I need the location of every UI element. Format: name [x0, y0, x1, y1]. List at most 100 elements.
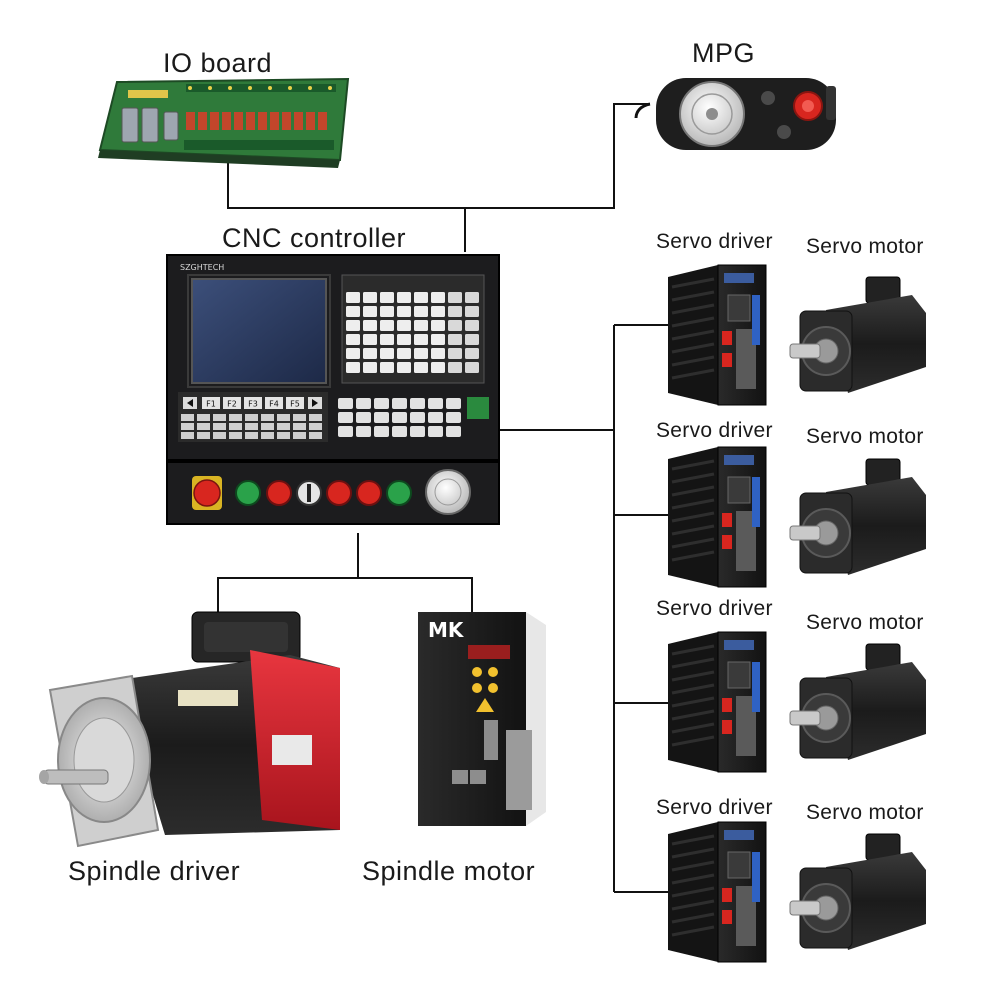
keypad-key [380, 334, 394, 345]
mode-key [446, 426, 461, 437]
mode-key [446, 412, 461, 423]
operation-key [197, 423, 210, 430]
keypad-key [397, 306, 411, 317]
keypad-key [397, 334, 411, 345]
keypad-key [363, 348, 377, 359]
mode-key [338, 426, 353, 437]
line-mpg-to-controller [465, 103, 650, 209]
operation-key [245, 414, 258, 421]
mode-key [374, 426, 389, 437]
keypad-key [397, 362, 411, 373]
keypad-key [414, 306, 428, 317]
keypad-key [431, 334, 445, 345]
operation-key [277, 414, 290, 421]
keypad-key [465, 348, 479, 359]
mode-key [338, 398, 353, 409]
line-controller-to-spindle [217, 533, 359, 612]
keypad-key [448, 292, 462, 303]
operation-key [181, 414, 194, 421]
label-mpg: MPG [692, 38, 756, 68]
operation-key [197, 414, 210, 421]
operation-key [309, 432, 322, 439]
mode-key [428, 426, 443, 437]
keypad-key [346, 362, 360, 373]
operation-key [277, 432, 290, 439]
operation-key [229, 414, 242, 421]
keypad-key [363, 362, 377, 373]
mode-key [410, 398, 425, 409]
servo-motor-image [789, 276, 926, 393]
keypad-key [346, 334, 360, 345]
keypad-key [465, 320, 479, 331]
function-key-f3 [244, 397, 262, 409]
label-servo-driver-1: Servo driver [656, 230, 773, 253]
mode-key [410, 412, 425, 423]
mode-key [374, 398, 389, 409]
servo-axis-4 [668, 821, 926, 963]
label-spindle-driver: Spindle driver [68, 856, 241, 886]
mode-key [392, 398, 407, 409]
keypad-key [431, 348, 445, 359]
label-servo-motor-2: Servo motor [806, 425, 924, 448]
function-key-f1 [202, 397, 220, 409]
function-key-f4 [265, 397, 283, 409]
operation-key [245, 432, 258, 439]
function-key-label: F5 [290, 400, 300, 409]
keypad-key [448, 306, 462, 317]
operation-key [197, 432, 210, 439]
spindle-override-knob-icon [425, 469, 471, 515]
mode-key [338, 412, 353, 423]
mode-key [356, 398, 371, 409]
keypad-key [346, 292, 360, 303]
operation-key [261, 432, 274, 439]
servo-driver-image [668, 631, 767, 773]
keypad-key [363, 334, 377, 345]
operation-key [261, 423, 274, 430]
servo-motor-image [789, 643, 926, 760]
operation-key [181, 432, 194, 439]
operation-key [229, 432, 242, 439]
keypad-key [431, 320, 445, 331]
keypad-key [414, 362, 428, 373]
operation-key [293, 432, 306, 439]
keypad-key [465, 362, 479, 373]
spindle-driver-image [39, 611, 340, 848]
emergency-stop-icon [193, 479, 221, 507]
keypad-key [397, 292, 411, 303]
keypad-key [346, 306, 360, 317]
keypad-key [448, 362, 462, 373]
keypad-key [397, 320, 411, 331]
function-key-f5 [286, 397, 304, 409]
line-io-board-to-controller [227, 163, 466, 252]
function-key-label: F1 [206, 400, 216, 409]
keypad-key [363, 320, 377, 331]
keypad-key [448, 348, 462, 359]
operation-key [293, 423, 306, 430]
servo-axis-2 [668, 446, 926, 588]
keypad-key [363, 292, 377, 303]
mode-key [392, 426, 407, 437]
keypad-key [414, 348, 428, 359]
keypad-key [465, 306, 479, 317]
mode-key [374, 412, 389, 423]
label-servo-motor-4: Servo motor [806, 801, 924, 824]
keypad-key [380, 362, 394, 373]
connection-lines [217, 103, 668, 893]
operation-key [261, 414, 274, 421]
mode-key [428, 398, 443, 409]
keypad-key [414, 334, 428, 345]
label-spindle-motor: Spindle motor [362, 856, 536, 886]
operation-key [309, 423, 322, 430]
mode-key [356, 426, 371, 437]
mode-key [392, 412, 407, 423]
mode-key [446, 398, 461, 409]
keypad-key [380, 306, 394, 317]
keypad-key [397, 348, 411, 359]
io-relays [186, 112, 327, 130]
servo-motor-image [789, 458, 926, 575]
keypad-key [380, 320, 394, 331]
keypad-key [363, 306, 377, 317]
